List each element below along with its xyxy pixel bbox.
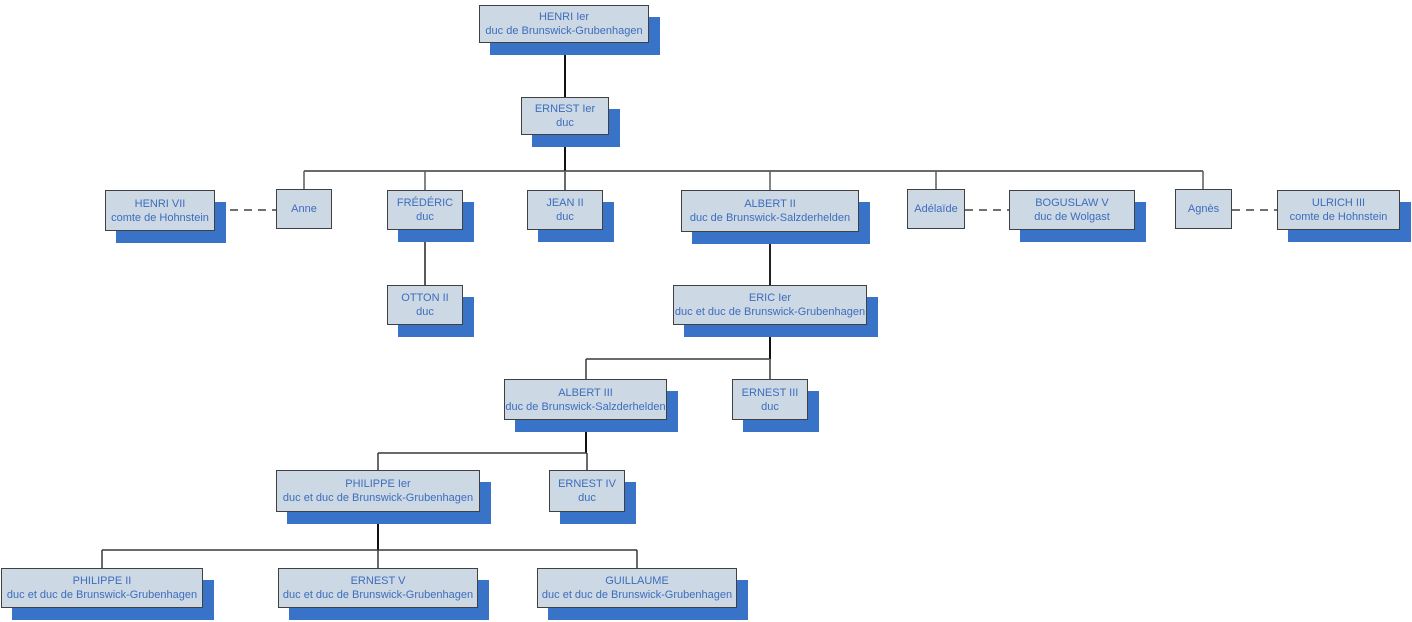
person-name: ERNEST V bbox=[350, 575, 406, 587]
node-ulrich-iii[interactable]: ULRICH III comte de Hohnstein bbox=[1277, 190, 1400, 230]
person-title: duc de Brunswick-Grubenhagen bbox=[485, 25, 643, 37]
node-frederic[interactable]: FRÉDÉRIC duc bbox=[387, 190, 463, 230]
person-title: duc bbox=[556, 211, 574, 223]
solid-connectors bbox=[101, 43, 1204, 568]
person-name: GUILLAUME bbox=[605, 575, 669, 587]
node-albert-ii[interactable]: ALBERT II duc de Brunswick-Salzderhelden bbox=[681, 190, 859, 232]
person-name: BOGUSLAW V bbox=[1035, 197, 1109, 209]
node-jean-ii[interactable]: JEAN II duc bbox=[527, 190, 603, 230]
node-albert-iii[interactable]: ALBERT III duc de Brunswick-Salzderhelde… bbox=[504, 379, 667, 420]
node-agnes[interactable]: Agnès bbox=[1175, 189, 1232, 229]
person-name: FRÉDÉRIC bbox=[396, 197, 454, 209]
person-name: ERIC Ier bbox=[748, 292, 792, 304]
person-title: duc bbox=[556, 117, 574, 129]
node-boguslaw-v[interactable]: BOGUSLAW V duc de Wolgast bbox=[1009, 190, 1135, 230]
person-title: duc et duc de Brunswick-Grubenhagen bbox=[6, 589, 198, 601]
person-name: Anne bbox=[291, 203, 317, 215]
node-ernest-iii[interactable]: ERNEST III duc bbox=[732, 379, 808, 420]
person-title: duc de Brunswick-Salzderhelden bbox=[689, 212, 851, 224]
node-anne[interactable]: Anne bbox=[276, 189, 332, 229]
person-name: HENRI VII bbox=[134, 197, 186, 210]
node-eric-ier[interactable]: ERIC Ier duc et duc de Brunswick-Grubenh… bbox=[673, 285, 867, 325]
node-ernest-iv[interactable]: ERNEST IV duc bbox=[549, 470, 625, 512]
person-title: duc et duc de Brunswick-Grubenhagen bbox=[674, 306, 866, 318]
person-name: JEAN II bbox=[546, 197, 584, 209]
node-philippe-ier[interactable]: PHILIPPE Ier duc et duc de Brunswick-Gru… bbox=[276, 470, 480, 512]
person-name: ALBERT III bbox=[558, 386, 613, 399]
person-name: OTTON II bbox=[401, 292, 449, 304]
person-name: PHILIPPE Ier bbox=[345, 478, 411, 490]
person-name: ERNEST III bbox=[741, 386, 799, 399]
node-otton-ii[interactable]: OTTON II duc bbox=[387, 285, 463, 325]
person-title: comte de Hohnstein bbox=[1289, 211, 1388, 223]
person-name: ERNEST IV bbox=[558, 478, 616, 490]
person-name: ULRICH III bbox=[1311, 197, 1366, 209]
person-name: ALBERT II bbox=[744, 198, 796, 210]
node-philippe-ii[interactable]: PHILIPPE II duc et duc de Brunswick-Grub… bbox=[1, 568, 203, 608]
person-name: HENRI Ier bbox=[538, 11, 590, 23]
person-title: duc et duc de Brunswick-Grubenhagen bbox=[282, 492, 474, 504]
person-title: duc de Wolgast bbox=[1034, 211, 1110, 223]
person-name: PHILIPPE II bbox=[72, 575, 132, 587]
person-title: duc bbox=[416, 306, 434, 318]
node-henri-ier[interactable]: HENRI Ier duc de Brunswick-Grubenhagen bbox=[479, 5, 649, 43]
person-title: duc bbox=[578, 492, 596, 504]
node-henri-vii[interactable]: HENRI VII comte de Hohnstein bbox=[105, 190, 215, 231]
person-name: Agnès bbox=[1187, 203, 1220, 215]
node-adelaide[interactable]: Adélaïde bbox=[907, 189, 965, 229]
person-title: duc et duc de Brunswick-Grubenhagen bbox=[541, 589, 733, 601]
person-name: Adélaïde bbox=[914, 203, 958, 215]
node-guillaume[interactable]: GUILLAUME duc et duc de Brunswick-Gruben… bbox=[537, 568, 737, 608]
person-title: comte de Hohnstein bbox=[111, 211, 209, 224]
person-title: duc et duc de Brunswick-Grubenhagen bbox=[282, 589, 474, 601]
node-ernest-v[interactable]: ERNEST V duc et duc de Brunswick-Grubenh… bbox=[278, 568, 478, 608]
person-name: ERNEST Ier bbox=[534, 103, 596, 115]
person-title: duc bbox=[416, 211, 434, 223]
person-title: duc de Brunswick-Salzderhelden bbox=[505, 400, 666, 413]
person-title: duc bbox=[761, 400, 779, 413]
node-ernest-ier[interactable]: ERNEST Ier duc bbox=[521, 97, 609, 135]
